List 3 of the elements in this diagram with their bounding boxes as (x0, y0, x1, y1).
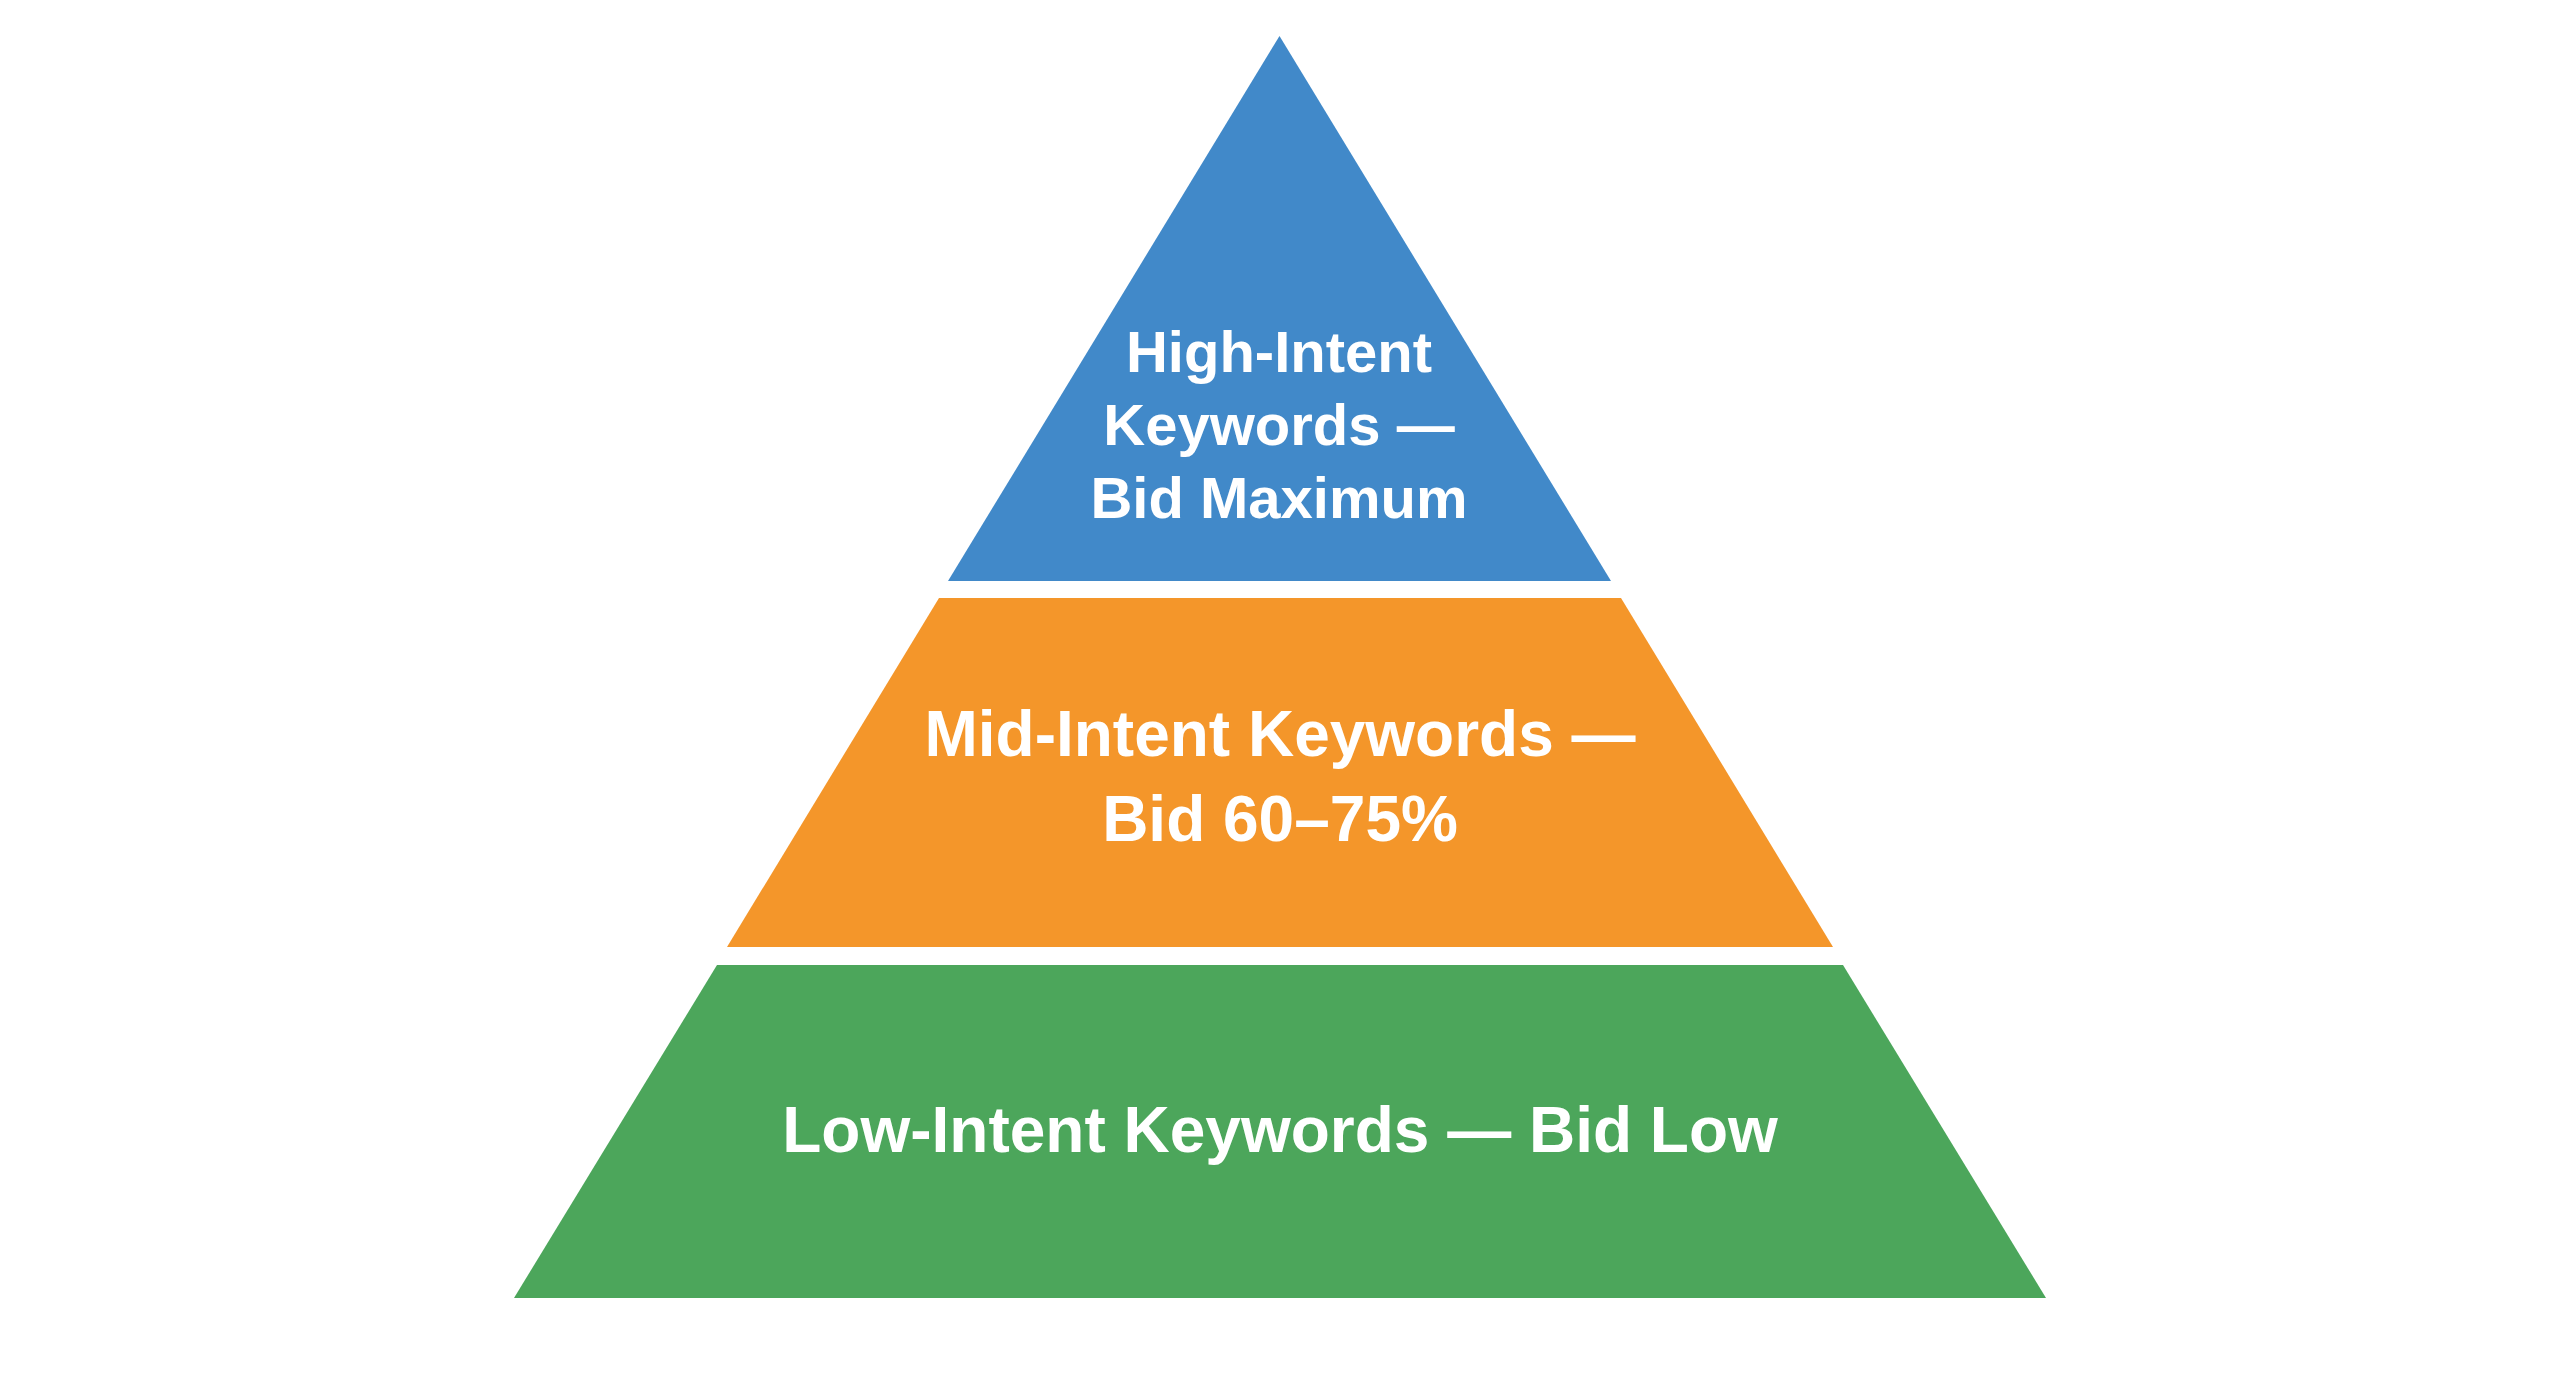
tier-label: Mid-Intent Keywords — Bid 60–75% (924, 698, 1636, 855)
tier-label: Low-Intent Keywords — Bid Low (782, 1094, 1778, 1166)
tier-label: High-Intent Keywords — Bid Maximum (1090, 319, 1468, 530)
